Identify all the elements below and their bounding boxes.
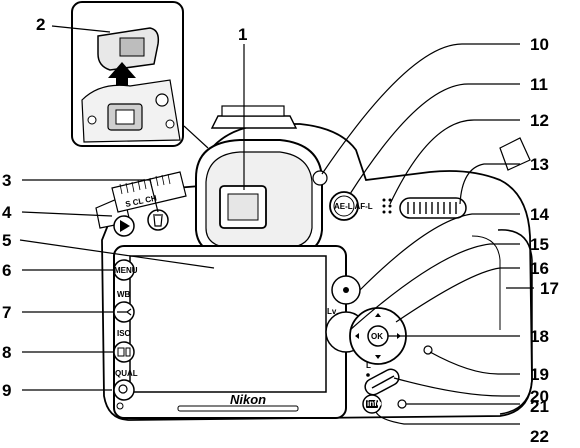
speaker-holes	[382, 198, 392, 214]
multi-selector-down-icon	[375, 355, 381, 359]
lv-label: Lv	[327, 307, 337, 316]
menu-button-label: MENU	[114, 266, 138, 275]
quality-button: QUAL	[113, 369, 138, 410]
callout-3: 3	[2, 171, 11, 190]
viewfinder-eyepiece	[195, 139, 323, 257]
brand-logo: Nikon	[230, 392, 266, 407]
trash-icon	[153, 214, 163, 227]
qual-label: QUAL	[115, 369, 138, 378]
delete-button	[147, 209, 169, 231]
callout-13: 13	[530, 155, 549, 174]
callout-16: 16	[530, 259, 549, 278]
callout-8: 8	[2, 343, 11, 362]
callout-14: 14	[530, 205, 549, 224]
lcd-monitor: Nikon	[113, 245, 347, 419]
focus-selector-lock: L	[364, 361, 400, 396]
zoom-in-icon	[118, 384, 128, 394]
callout-numbers: 1 2 3 4 5 6 7 8 9 10 11 12 13 14 15 16 1…	[2, 15, 559, 446]
callout-18: 18	[530, 327, 549, 346]
callout-17: 17	[540, 279, 559, 298]
callout-9: 9	[2, 381, 11, 400]
callout-7: 7	[2, 303, 11, 322]
iso-label: ISO	[117, 329, 131, 338]
thumbnail-zoom-out-icon	[117, 347, 131, 357]
lock-label: L	[366, 361, 371, 370]
multi-selector: OK	[349, 307, 407, 365]
callout-20: 20	[530, 387, 549, 406]
callout-22: 22	[530, 427, 549, 446]
callout-6: 6	[2, 261, 11, 280]
callout-15: 15	[530, 235, 549, 254]
playback-button	[113, 215, 135, 237]
callout-21: 21	[530, 397, 549, 416]
callout-4: 4	[2, 203, 12, 222]
info-button: info	[362, 394, 382, 414]
wb-label: WB	[117, 290, 131, 299]
callout-12: 12	[530, 111, 549, 130]
eyepiece-removal-inset	[71, 1, 184, 147]
ok-label: OK	[371, 332, 383, 341]
info-label: info	[367, 399, 382, 408]
multi-selector-left-icon	[355, 333, 359, 339]
main-command-dial	[399, 197, 467, 219]
callout-5: 5	[2, 231, 11, 250]
ambient-light-sensor	[397, 399, 407, 409]
leader-lines	[19, 25, 534, 425]
callout-1: 1	[238, 25, 247, 44]
callout-19: 19	[530, 365, 549, 384]
key-icon	[117, 308, 132, 316]
callout-10: 10	[530, 35, 549, 54]
ae-af-lock-button: AE-L AF-L	[329, 191, 373, 221]
callout-11: 11	[530, 75, 548, 94]
multi-selector-up-icon	[375, 313, 381, 317]
play-icon	[120, 220, 130, 232]
diopter-adjustment-control	[312, 170, 328, 186]
callout-2: 2	[36, 15, 45, 34]
release-mode-dial: S CL CH	[111, 171, 187, 213]
white-balance-button: WB	[113, 290, 135, 323]
ae-af-lock-label: AE-L AF-L	[334, 202, 373, 211]
